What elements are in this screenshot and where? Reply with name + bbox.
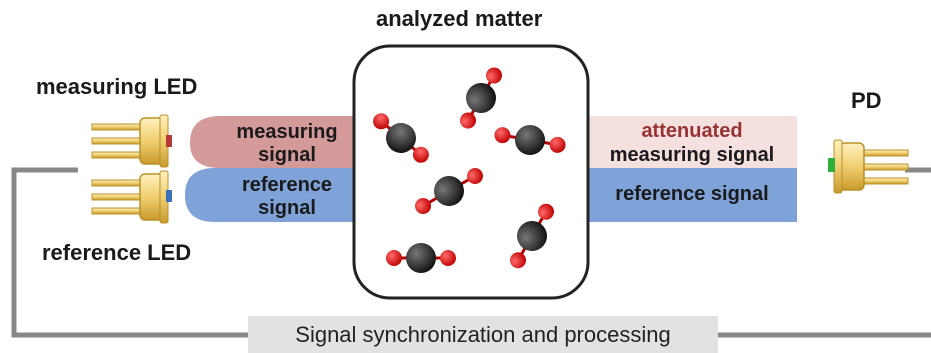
analyzed-matter-title: analyzed matter bbox=[376, 6, 543, 31]
measuring-led-icon bbox=[91, 114, 172, 168]
co2-molecule bbox=[415, 168, 483, 214]
reference-led-icon bbox=[91, 170, 172, 224]
reference-signal-out-label: reference signal bbox=[615, 183, 769, 205]
measuring-signal-line2: signal bbox=[258, 144, 316, 166]
reference-beam-out bbox=[587, 168, 797, 222]
reference-beam bbox=[185, 168, 355, 222]
sync-processing-box: Signal synchronization and processing bbox=[248, 316, 718, 353]
co2-molecule bbox=[460, 67, 502, 129]
pd-label: PD bbox=[851, 88, 882, 113]
measuring-led-label: measuring LED bbox=[36, 74, 198, 99]
measuring-signal-label: measuring signal bbox=[228, 121, 346, 167]
measuring-signal-line1: measuring bbox=[236, 121, 338, 143]
co2-molecule bbox=[510, 203, 554, 269]
measuring-beam bbox=[190, 116, 355, 168]
attenuated-beam bbox=[587, 116, 797, 168]
co2-molecule bbox=[386, 243, 456, 273]
reference-led-label: reference LED bbox=[42, 240, 192, 265]
reference-signal-label: reference signal bbox=[228, 174, 346, 220]
co2-molecule bbox=[373, 113, 429, 163]
sync-wire bbox=[11, 167, 931, 338]
reference-signal-line1: reference bbox=[241, 174, 333, 196]
attenuated-line2: measuring signal bbox=[609, 144, 775, 166]
attenuated-signal-label: attenuated measuring signal bbox=[592, 119, 792, 167]
co2-molecule bbox=[494, 125, 566, 155]
reference-signal-line2: signal bbox=[258, 197, 316, 219]
attenuated-line1: attenuated bbox=[641, 120, 743, 142]
photodetector-icon bbox=[828, 139, 909, 194]
